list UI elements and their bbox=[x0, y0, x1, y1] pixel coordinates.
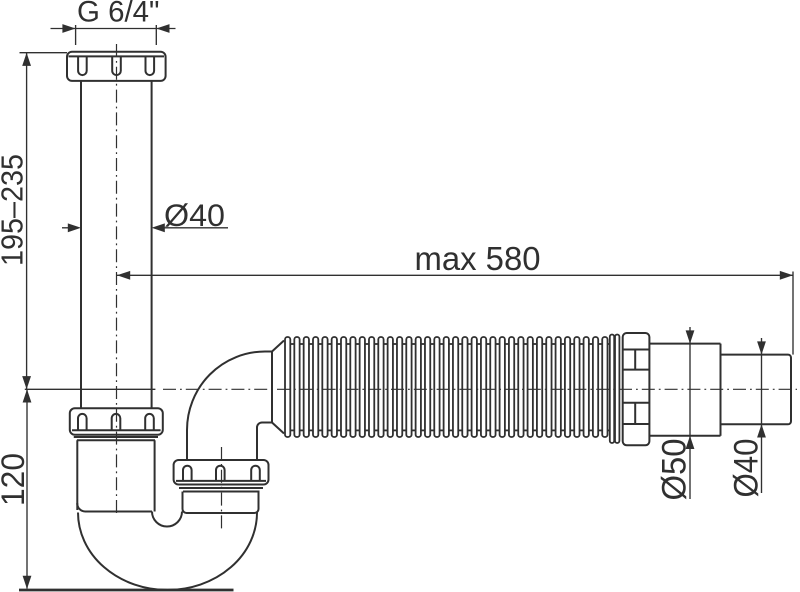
svg-text:195–235: 195–235 bbox=[0, 154, 30, 266]
svg-text:120: 120 bbox=[0, 453, 31, 506]
svg-text:Ø40: Ø40 bbox=[728, 439, 766, 498]
svg-text:Ø40: Ø40 bbox=[164, 197, 225, 233]
svg-text:Ø50: Ø50 bbox=[656, 439, 694, 501]
svg-text:max 580: max 580 bbox=[415, 240, 541, 277]
svg-text:G 6/4": G 6/4" bbox=[77, 0, 160, 29]
